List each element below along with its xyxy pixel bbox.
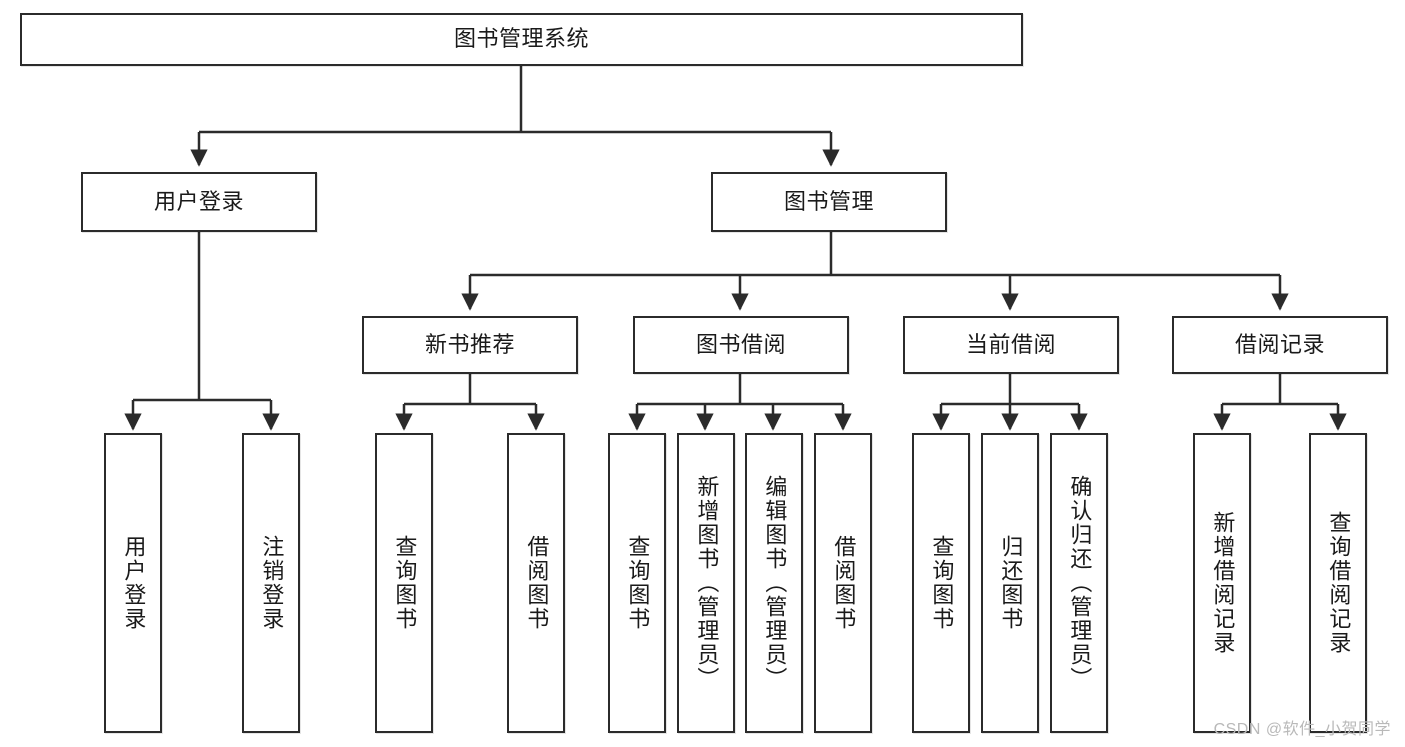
node-book-management[interactable]: 图书管理 — [711, 172, 947, 232]
leaf-new-book-query[interactable]: 查询图书 — [375, 433, 433, 733]
leaf-new-book-borrow[interactable]: 借阅图书 — [507, 433, 565, 733]
node-new-book-recommend[interactable]: 新书推荐 — [362, 316, 578, 374]
node-label: 借阅图书 — [524, 535, 550, 631]
node-label: 查询图书 — [625, 535, 651, 631]
node-label: 图书借阅 — [695, 331, 786, 357]
leaf-current-borrow-confirm-return[interactable]: 确认归还（管理员） — [1050, 433, 1108, 733]
leaf-book-borrow-add[interactable]: 新增图书（管理员） — [677, 433, 735, 733]
node-label: 图书管理 — [783, 188, 874, 214]
node-borrow-record[interactable]: 借阅记录 — [1172, 316, 1388, 374]
node-user-login[interactable]: 用户登录 — [81, 172, 317, 232]
node-label: 编辑图书（管理员） — [762, 475, 788, 691]
leaf-current-borrow-query[interactable]: 查询图书 — [912, 433, 970, 733]
leaf-user-login-login[interactable]: 用户登录 — [104, 433, 162, 733]
node-label: 查询图书 — [929, 535, 955, 631]
node-label: 查询借阅记录 — [1326, 511, 1352, 655]
watermark-text: CSDN @软件_小贺同学 — [1213, 721, 1391, 738]
node-book-borrow[interactable]: 图书借阅 — [633, 316, 849, 374]
leaf-current-borrow-return[interactable]: 归还图书 — [981, 433, 1039, 733]
node-label: 借阅记录 — [1234, 331, 1325, 357]
node-label: 归还图书 — [998, 535, 1024, 631]
leaf-book-borrow-borrow[interactable]: 借阅图书 — [814, 433, 872, 733]
node-label: 新增图书（管理员） — [694, 475, 720, 691]
leaf-book-borrow-edit[interactable]: 编辑图书（管理员） — [745, 433, 803, 733]
node-label: 新增借阅记录 — [1210, 511, 1236, 655]
node-root-system[interactable]: 图书管理系统 — [20, 13, 1023, 66]
leaf-borrow-record-add[interactable]: 新增借阅记录 — [1193, 433, 1251, 733]
node-label: 查询图书 — [392, 535, 418, 631]
node-label: 当前借阅 — [965, 331, 1056, 357]
node-label: 注销登录 — [259, 535, 285, 631]
node-current-borrow[interactable]: 当前借阅 — [903, 316, 1119, 374]
node-label: 确认归还（管理员） — [1067, 475, 1093, 691]
node-label: 图书管理系统 — [453, 26, 589, 52]
leaf-borrow-record-query[interactable]: 查询借阅记录 — [1309, 433, 1367, 733]
leaf-user-login-logout[interactable]: 注销登录 — [242, 433, 300, 733]
node-label: 用户登录 — [121, 535, 147, 631]
node-label: 新书推荐 — [424, 331, 515, 357]
leaf-book-borrow-query[interactable]: 查询图书 — [608, 433, 666, 733]
node-label: 借阅图书 — [831, 535, 857, 631]
node-label: 用户登录 — [153, 188, 244, 214]
